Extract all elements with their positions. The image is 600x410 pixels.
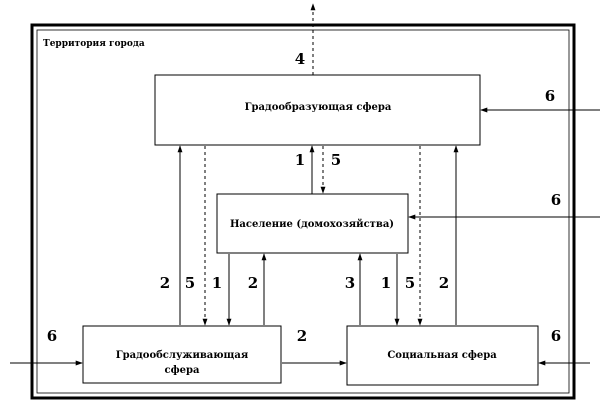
num-left-col-2: 2 [160,274,170,292]
territory-frame-inner [36,29,570,394]
box-population-label: Население (домохозяйства) [230,219,394,230]
num-right-col-5: 5 [405,274,415,292]
num-right-city-forming: 6 [545,87,555,105]
box-population [216,193,409,254]
box-city-serving-label-1: Градообслуживающая [116,350,249,361]
territory-frame [30,23,576,400]
territory-label: Территория города [43,39,145,49]
box-city-serving [82,325,282,384]
box-social-label: Социальная сфера [387,350,497,361]
num-left-col-2b: 2 [248,274,258,292]
num-top-out: 4 [295,50,305,68]
box-city-serving-label-2: сфера [165,365,200,376]
box-city-forming-label: Градообразующая сфера [245,102,392,113]
num-left-city-serving: 6 [47,327,57,345]
box-social [346,325,539,386]
num-right-population: 6 [551,191,561,209]
num-right-col-2: 2 [439,274,449,292]
num-pop-up-5: 5 [331,151,341,169]
num-left-col-5: 5 [185,274,195,292]
num-pop-up-1: 1 [295,151,305,169]
num-right-social: 6 [551,327,561,345]
num-right-col-1: 1 [381,274,391,292]
num-bottom-mid-2: 2 [297,327,307,345]
box-city-forming [154,74,481,146]
num-right-col-3: 3 [345,274,355,292]
num-left-col-1: 1 [212,274,222,292]
